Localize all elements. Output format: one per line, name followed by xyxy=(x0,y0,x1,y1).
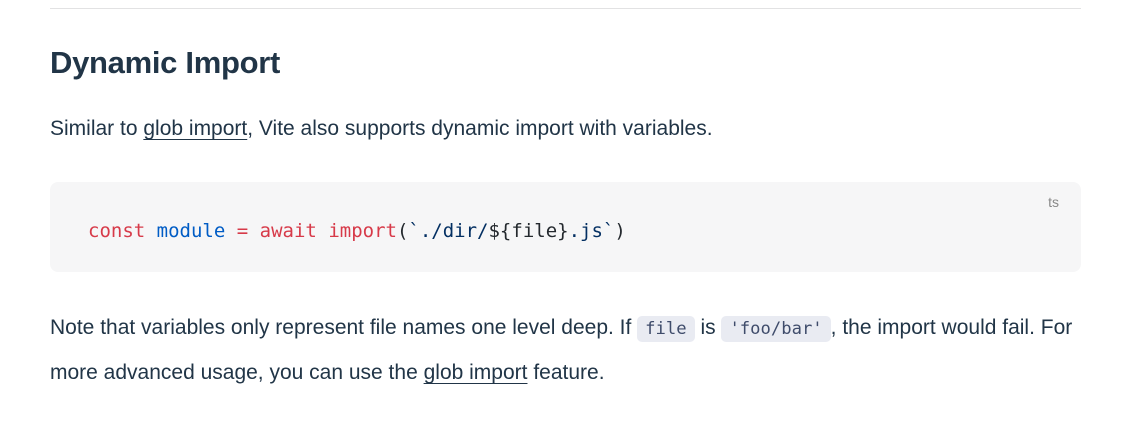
docs-page: Dynamic Import Similar to glob import, V… xyxy=(50,8,1081,394)
inline-code-file: file xyxy=(637,316,695,342)
code-block: ts const module = await import(`./dir/${… xyxy=(50,182,1081,272)
intro-paragraph: Similar to glob import, Vite also suppor… xyxy=(50,107,1081,150)
glob-import-link-2[interactable]: glob import xyxy=(423,361,528,384)
note-paragraph: Note that variables only represent file … xyxy=(50,306,1081,394)
note-text-4: feature. xyxy=(527,361,605,384)
inline-code-foobar: 'foo/bar' xyxy=(721,316,831,342)
glob-import-link[interactable]: glob import xyxy=(143,117,248,140)
intro-text-after: , Vite also supports dynamic import with… xyxy=(247,117,713,140)
intro-text-before: Similar to xyxy=(50,117,144,140)
code-content: const module = await import(`./dir/${fil… xyxy=(88,218,1057,245)
section-divider xyxy=(50,8,1081,9)
note-text-2: is xyxy=(694,316,722,339)
page-title: Dynamic Import xyxy=(50,45,281,80)
code-line: const module = await import(`./dir/${fil… xyxy=(88,220,626,242)
note-text-3: , the import would fail. For more advanc… xyxy=(50,316,1073,384)
code-lang-label: ts xyxy=(1048,194,1059,210)
note-text-1: Note that variables only represent file … xyxy=(50,316,638,339)
